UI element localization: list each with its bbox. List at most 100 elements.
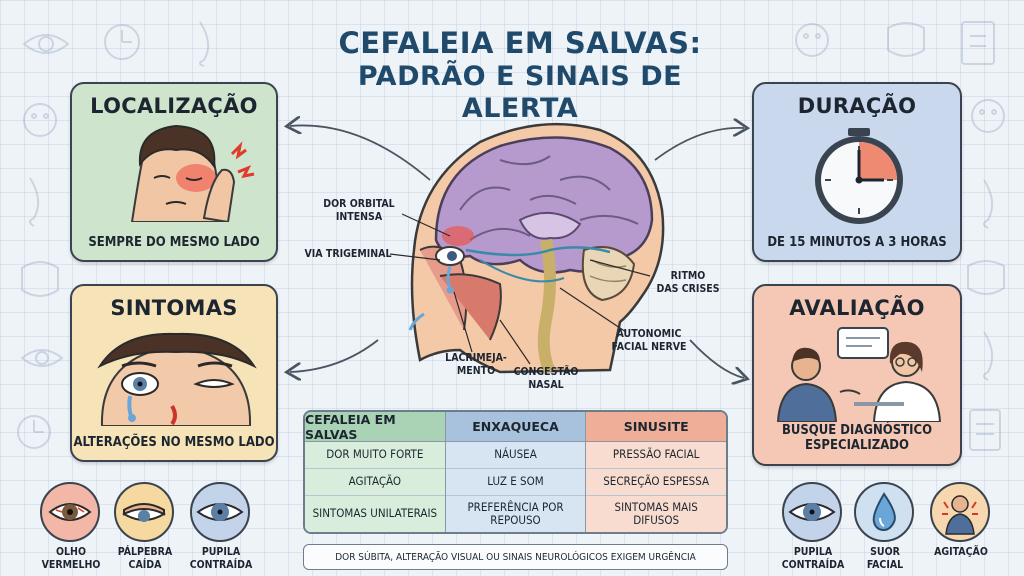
eye-icon [20,349,64,367]
mask-icon [887,22,925,57]
label-rhythm: RITMO DAS CRISES [648,270,728,295]
evaluation-card: AVALIAÇÃO BUSQUE DIAGNÓSTICO ESPECIALIZA… [752,284,962,466]
label-rhythm-line-1: RITMO [670,270,706,282]
tearing-eye-face-illustration [97,332,257,426]
badge-label-line-1: PÁLPEBRA [117,546,173,558]
badge-label-line-2: CAÍDA [128,558,162,571]
label-rhythm-line-2: DAS CRISES [656,282,720,295]
arrow-to-location [290,125,431,181]
label-tearing-line-2: MENTO [456,364,496,377]
badge-label-facial-sweat: SUOR FACIAL [840,546,930,571]
label-orbital-pain: DOR ORBITAL INTENSA [318,198,400,223]
location-card: LOCALIZAÇÃO SEMPRE DO MESMO LADO [70,82,278,262]
brain-cross-section-illustration [389,122,665,375]
duration-card: DURAÇÃO DE 15 MINUTOS A 3 HORAS [752,82,962,262]
mask-icon [21,261,59,297]
column-migraine: ENXAQUECA NÁUSEA LUZ E SOM PREFERÊNCIA P… [445,412,587,532]
badge-label-line-1: SUOR [870,546,900,558]
table-cell: SECREÇÃO ESPESSA [586,468,726,496]
clipboard-icon [961,21,995,65]
title-line-2: PADRÃO E SINAIS DE ALERTA [357,60,683,125]
location-caption: SEMPRE DO MESMO LADO [88,235,260,250]
clipboard-icon [969,409,1001,451]
column-sinusitis: SINUSITE PRESSÃO FACIAL SECREÇÃO ESPESSA… [586,412,726,532]
table-cell: NÁUSEA [445,442,586,469]
agitation-icon [930,482,990,542]
eye-icon [22,34,70,54]
constricted-pupil-icon [190,482,250,542]
duration-title: DURAÇÃO [797,94,917,118]
constricted-pupil-icon [782,482,842,542]
title-line-1: CEFALEIA EM SALVAS: [338,26,702,60]
badge-label-line-2: VERMELHO [41,558,101,571]
table-cell: PREFERÊNCIA POR REPOUSO [445,495,586,532]
badge-label-line-2: CONTRAÍDA [189,558,253,571]
duration-caption: DE 15 MINUTOS A 3 HORAS [767,235,947,250]
location-title: LOCALIZAÇÃO [90,94,258,118]
clock-icon [104,24,140,60]
badge-label-drooping-eyelid: PÁLPEBRA CAÍDA [100,546,190,571]
table-cell: DOR MUITO FORTE [305,442,445,469]
label-congestion-line-2: NASAL [528,378,564,391]
table-cell: LUZ E SOM [445,468,586,496]
evaluation-caption-line-1: BUSQUE DIAGNÓSTICO [781,422,933,438]
headache-face-illustration [130,124,255,222]
clock-icon [815,128,903,224]
face-icon [795,23,829,57]
clock-icon [17,415,51,449]
alert-banner: DOR SÚBITA, ALTERAÇÃO VISUAL OU SINAIS N… [303,544,728,570]
nose-icon [29,177,40,227]
column-cluster-headache: CEFALEIA EM SALVAS DOR MUITO FORTE AGITA… [305,412,446,532]
badge-label-agitation: AGITAÇÃO [916,546,1006,559]
arrow-to-duration [654,128,744,161]
evaluation-caption: BUSQUE DIAGNÓSTICO ESPECIALIZADO [754,423,960,454]
badge-label-line-1: PUPILA [201,546,241,558]
nose-icon [199,21,210,67]
sweat-drop-icon [854,482,914,542]
face-icon [971,99,1005,133]
label-orbital-pain-line-2: INTENSA [335,210,383,223]
label-congestion: CONGESTÃO NASAL [506,366,586,391]
mask-icon [967,260,1005,295]
evaluation-caption-line-2: ESPECIALIZADO [805,438,909,454]
label-autonomic-line-1: AUTONOMIC [616,328,682,340]
symptoms-title: SINTOMAS [110,296,238,320]
label-tearing-line-1: LACRIMEJA- [445,352,507,364]
label-congestion-line-1: CONGESTÃO [513,366,579,378]
red-eye-icon [40,482,100,542]
label-autonomic-line-2: FACIAL NERVE [611,340,687,353]
arrow-to-symptoms [290,339,379,372]
symptoms-card: SINTOMAS ALTERAÇÕES NO MESMO LADO [70,284,278,462]
badge-label-red-eye: OLHO VERMELHO [26,546,116,571]
nose-icon [983,179,994,229]
table-cell: SINTOMAS MAIS DIFUSOS [586,495,726,532]
doctor-consultation-illustration [776,327,942,422]
label-autonomic: AUTONOMIC FACIAL NERVE [604,328,694,353]
badge-label-line-2: CONTRAÍDA [781,558,845,571]
arrow-to-evaluation [689,339,744,378]
table-cell: PRESSÃO FACIAL [586,442,726,469]
table-cell: AGITAÇÃO [305,468,445,496]
drooping-eyelid-icon [114,482,174,542]
badge-label-line-1: PUPILA [793,546,833,558]
column-header: CEFALEIA EM SALVAS [305,412,445,442]
column-header: ENXAQUECA [445,412,586,442]
evaluation-title: AVALIAÇÃO [789,296,925,320]
symptoms-caption: ALTERAÇÕES NO MESMO LADO [73,435,275,450]
label-trigeminal: VIA TRIGEMINAL [304,248,392,260]
badge-label-line-1: OLHO [56,546,86,558]
badge-label-line-2: FACIAL [866,558,904,571]
label-orbital-pain-line-1: DOR ORBITAL [323,198,395,210]
comparison-table: CEFALEIA EM SALVAS DOR MUITO FORTE AGITA… [303,410,728,534]
page-title: CEFALEIA EM SALVAS: PADRÃO E SINAIS DE A… [300,26,740,126]
label-tearing: LACRIMEJA- MENTO [436,352,516,377]
table-cell: SINTOMAS UNILATERAIS [305,495,445,532]
badge-label-constricted-pupil: PUPILA CONTRAÍDA [176,546,266,571]
badge-label-line-1: AGITAÇÃO [934,546,988,558]
badge-label-constricted-pupil-right: PUPILA CONTRAÍDA [768,546,858,571]
nose-icon [983,331,994,381]
column-header: SINUSITE [586,412,726,442]
face-icon [23,103,57,137]
